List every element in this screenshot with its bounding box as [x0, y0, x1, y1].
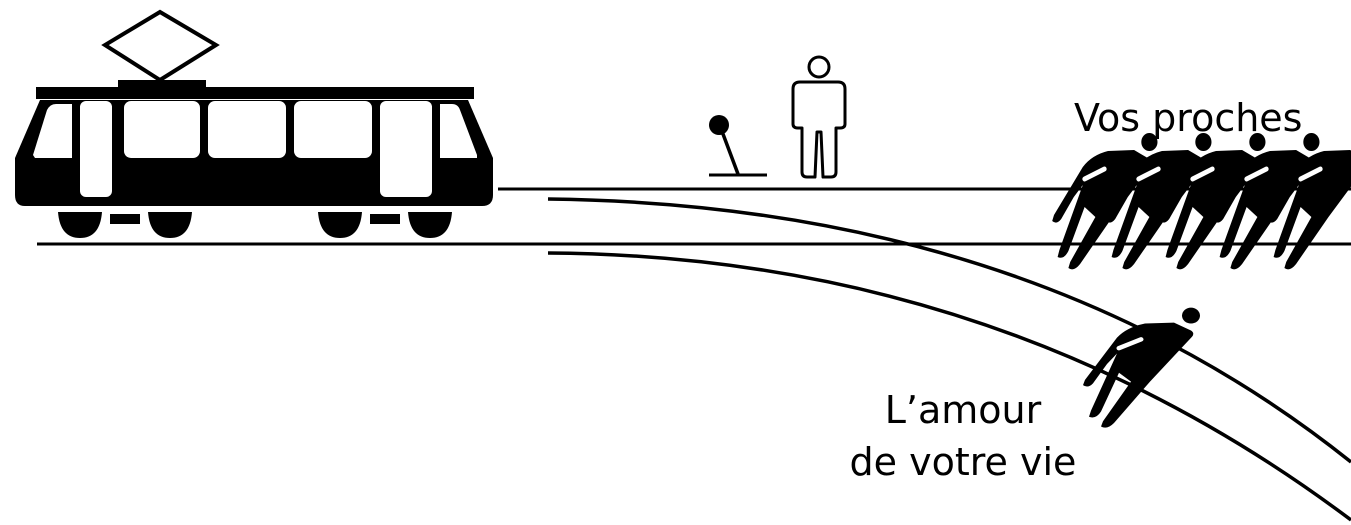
- label-line-1: L’amour: [884, 388, 1042, 432]
- label-line-2: de votre vie: [849, 440, 1077, 484]
- tram-icon: [15, 9, 493, 238]
- label-vos-proches: Vos proches: [1074, 96, 1303, 140]
- label-amour-de-votre-vie: L’amour de votre vie: [838, 384, 1088, 488]
- branch-track-lower-rail: [547, 251, 1351, 522]
- standing-person-icon: [791, 55, 847, 179]
- people-group: [1052, 133, 1351, 269]
- branch-track-upper-rail: [547, 197, 1351, 464]
- lever-icon: [709, 115, 767, 177]
- pantograph-icon: [101, 9, 220, 83]
